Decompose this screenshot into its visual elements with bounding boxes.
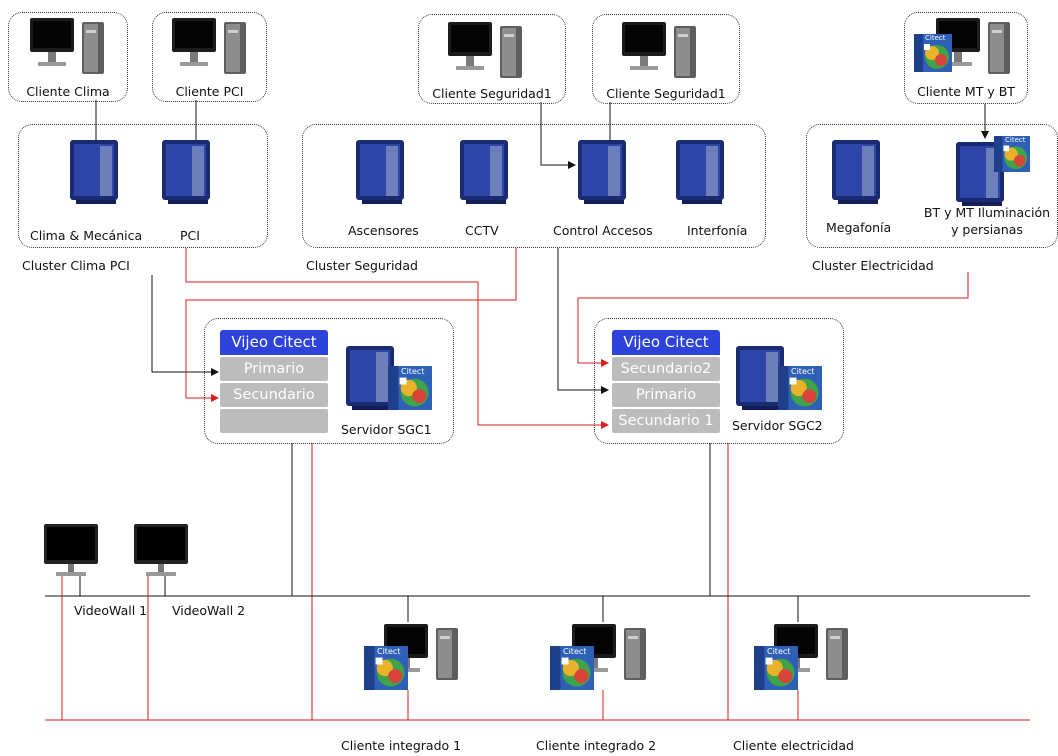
- server-icon: [736, 346, 784, 410]
- link-seguridad-to-sgc1-secundario: [185, 248, 517, 402]
- server-icon: [356, 140, 404, 204]
- client-box-seguridad-b: [592, 14, 740, 104]
- videowall-1-label: VideoWall 1: [74, 603, 148, 618]
- cliente-integrado-2-label: Cliente integrado 2: [536, 738, 657, 753]
- sgc1-stack-title: Vijeo Citect: [220, 330, 328, 355]
- citect-logo-icon: Citect: [364, 646, 408, 690]
- videowall-2-label: VideoWall 2: [172, 603, 246, 618]
- citect-logo-icon: Citect: [550, 646, 594, 690]
- citect-logo-icon: Citect: [994, 136, 1030, 172]
- server-label-cctv: CCTV: [465, 223, 499, 238]
- client-box-pci: [152, 12, 267, 102]
- label-cliente-seguridad-b: Cliente Seguridad1: [606, 86, 726, 101]
- monitor-icon: [134, 524, 188, 576]
- link-cliente-seguridad-a: [540, 102, 576, 169]
- citect-logo-text: Citect: [791, 367, 815, 376]
- sgc2-role-secundario2: Secundario2: [612, 357, 720, 381]
- cluster-label-electricidad: Cluster Electricidad: [812, 258, 934, 273]
- citect-logo-text: Citect: [1005, 136, 1026, 144]
- sgc1-name: Servidor SGC1: [341, 422, 432, 437]
- pc-icon: [572, 624, 646, 680]
- client-box-seguridad-a: [418, 14, 566, 104]
- citect-logo-text: Citect: [925, 34, 946, 42]
- server-icon: [956, 142, 1004, 206]
- monitor-icon: [44, 524, 98, 576]
- pc-icon: [622, 22, 696, 78]
- sgc1-box: [204, 318, 454, 444]
- sgc2-stack-title: Vijeo Citect: [612, 330, 720, 355]
- citect-logo-text: Citect: [377, 647, 401, 656]
- server-icon: [832, 140, 880, 204]
- citect-logo-text: Citect: [401, 367, 425, 376]
- pc-icon: [30, 18, 104, 74]
- link-pci-to-sgc2-secundario1: [185, 248, 609, 429]
- server-icon: [70, 140, 118, 204]
- sgc1-role-stack: Vijeo Citect Primario Secundario: [220, 330, 328, 435]
- pc-icon: [448, 22, 522, 78]
- client-box-clima: [8, 12, 128, 102]
- sgc2-role-secundario1: Secundario 1: [612, 409, 720, 433]
- pc-icon: [172, 18, 246, 74]
- server-label-bt-mt: BT y MT Iluminación: [923, 205, 1051, 220]
- server-label-interfonia: Interfonía: [687, 223, 748, 238]
- cluster-box-seguridad: [302, 124, 766, 248]
- link-accesos-to-sgc2-primario: [557, 248, 609, 394]
- label-cliente-mtbt: Cliente MT y BT: [917, 84, 1015, 99]
- cliente-integrado-1-label: Cliente integrado 1: [341, 738, 462, 753]
- sgc2-role-stack: Vijeo Citect Secundario2 Primario Secund…: [612, 330, 720, 435]
- client-box-mtbt: [904, 12, 1028, 104]
- sgc1-role-secundario: Secundario: [220, 383, 328, 407]
- cluster-label-seguridad: Cluster Seguridad: [306, 258, 418, 273]
- server-label-clima: Clima & Mecánica: [30, 228, 143, 243]
- sgc2-box: [594, 318, 844, 444]
- server-icon: [578, 140, 626, 204]
- citect-logo-text: Citect: [767, 647, 791, 656]
- label-cliente-pci: Cliente PCI: [175, 84, 244, 99]
- server-label-ascensores: Ascensores: [348, 223, 419, 238]
- server-label-pci: PCI: [180, 228, 200, 243]
- link-clima-to-sgc1-primario: [151, 275, 219, 376]
- sgc1-role-empty: [220, 409, 328, 433]
- sgc1-role-primario: Primario: [220, 357, 328, 381]
- sgc2-name: Servidor SGC2: [732, 418, 823, 433]
- server-label-megafonia: Megafonía: [826, 220, 892, 235]
- link-electricidad-to-sgc2-secundario2: [577, 272, 969, 367]
- sgc2-role-primario: Primario: [612, 383, 720, 407]
- citect-logo-text: Citect: [563, 647, 587, 656]
- server-icon: [460, 140, 508, 204]
- cluster-label-clima-pci: Cluster Clima PCI: [22, 258, 130, 273]
- server-icon: [676, 140, 724, 204]
- server-icon: [346, 346, 394, 410]
- citect-logo-icon: Citect: [778, 366, 822, 410]
- label-cliente-seguridad-a: Cliente Seguridad1: [432, 86, 552, 101]
- label-cliente-clima: Cliente Clima: [26, 84, 110, 99]
- cliente-electricidad-label: Cliente electricidad: [733, 738, 854, 753]
- citect-logo-icon: Citect: [914, 34, 952, 72]
- server-label-persianas: y persianas: [951, 222, 1023, 237]
- cluster-box-clima-pci: [18, 124, 268, 248]
- citect-logo-icon: Citect: [388, 366, 432, 410]
- citect-logo-icon: Citect: [754, 646, 798, 690]
- server-label-control-accesos: Control Accesos: [553, 223, 653, 238]
- server-icon: [162, 140, 210, 204]
